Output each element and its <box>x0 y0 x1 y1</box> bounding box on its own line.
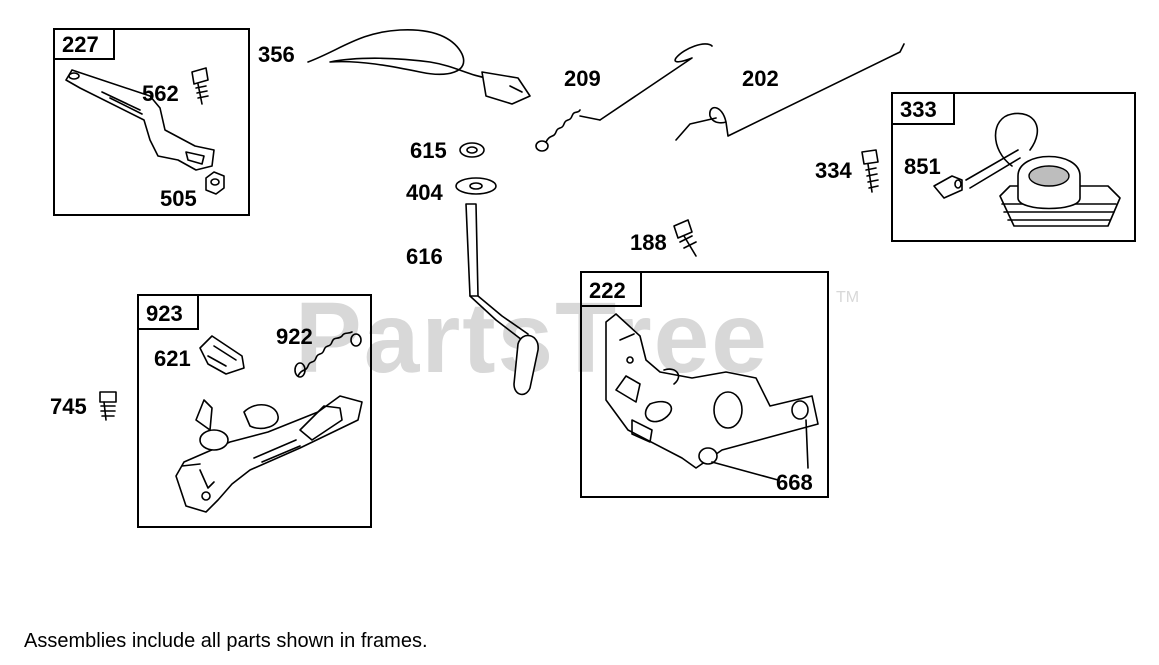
part-label-922: 922 <box>276 324 313 349</box>
nut-505-part[interactable] <box>205 171 225 195</box>
assembly-label-227: 227 <box>62 32 99 57</box>
part-label-356: 356 <box>258 42 295 67</box>
part-label-668: 668 <box>776 470 813 495</box>
assembly-frame-222[interactable] <box>580 271 829 498</box>
assembly-label-923: 923 <box>146 301 183 326</box>
screw-745-part[interactable] <box>99 391 117 421</box>
control-bracket-part[interactable] <box>605 313 819 469</box>
leader-668 <box>711 419 809 481</box>
ignition-armature-part[interactable] <box>965 112 1121 227</box>
part-label-505: 505 <box>160 186 197 211</box>
screw-188-part[interactable] <box>673 219 697 257</box>
part-label-334: 334 <box>815 158 852 183</box>
assembly-label-box-222 <box>580 271 642 307</box>
control-shaft-616-part[interactable] <box>465 203 539 396</box>
part-label-404: 404 <box>406 180 443 205</box>
nut-615-part[interactable] <box>459 142 485 158</box>
part-label-615: 615 <box>410 138 447 163</box>
part-label-562: 562 <box>142 81 179 106</box>
spark-plug-terminal-851-part[interactable] <box>933 175 963 199</box>
spring-link-209-part[interactable] <box>535 43 713 152</box>
assembly-frame-227[interactable] <box>53 28 250 216</box>
governor-control-plate-part[interactable] <box>175 395 363 513</box>
part-label-745: 745 <box>50 394 87 419</box>
footer-note: Assemblies include all parts shown in fr… <box>24 630 428 652</box>
assembly-label-box-227 <box>53 28 115 60</box>
part-label-851: 851 <box>904 154 941 179</box>
assembly-label-222: 222 <box>589 278 626 303</box>
assembly-frame-923[interactable] <box>137 294 372 528</box>
screw-334-part[interactable] <box>861 149 879 193</box>
cable-356-part[interactable] <box>307 29 531 105</box>
assembly-label-333: 333 <box>900 97 937 122</box>
link-rod-202-part[interactable] <box>675 43 905 141</box>
governor-lever-part[interactable] <box>65 69 215 171</box>
assembly-label-box-923 <box>137 294 199 330</box>
part-label-616: 616 <box>406 244 443 269</box>
clip-621-part[interactable] <box>199 335 245 375</box>
assembly-frame-333[interactable] <box>891 92 1136 242</box>
spring-922-part[interactable] <box>294 331 362 378</box>
part-label-621: 621 <box>154 346 191 371</box>
assembly-label-box-333 <box>891 92 955 125</box>
part-label-188: 188 <box>630 230 667 255</box>
part-label-209: 209 <box>564 66 601 91</box>
watermark-trademark: TM <box>836 289 859 306</box>
washer-404-part[interactable] <box>455 177 497 195</box>
part-label-202: 202 <box>742 66 779 91</box>
screw-562-part[interactable] <box>191 67 209 105</box>
